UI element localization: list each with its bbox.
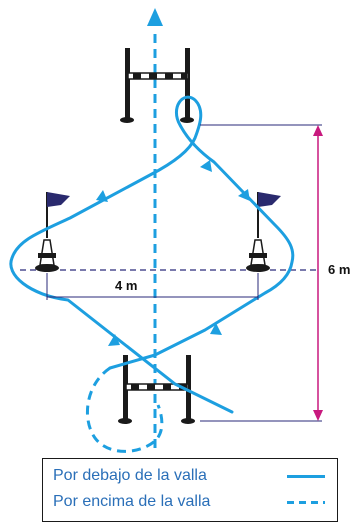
path-arrow-icon: [96, 190, 108, 202]
legend-label-under: Por debajo de la valla: [53, 467, 207, 484]
legend-swatch-dashed: [287, 501, 325, 504]
right-flag-icon: [258, 192, 281, 207]
center-path-over: [147, 8, 163, 448]
path-arrow-icon: [200, 160, 212, 172]
path-under: [9, 95, 295, 414]
path-arrow-icon: [210, 323, 222, 335]
path-arrow-icon: [108, 334, 120, 346]
bottom-loop-over: [85, 366, 164, 453]
bottom-hurdle: [118, 355, 195, 424]
left-flag-icon: [47, 192, 70, 207]
width-dimension: 4 m: [46, 273, 259, 300]
arrow-up-icon: [147, 8, 163, 26]
top-hurdle: [120, 48, 194, 123]
legend-item-under: Por debajo de la valla: [53, 465, 207, 487]
width-label: 4 m: [115, 278, 137, 293]
right-cone: [246, 192, 281, 272]
path-arrow-icon: [238, 189, 250, 201]
legend-label-over: Por encima de la valla: [53, 493, 211, 510]
legend-swatch-solid: [287, 475, 325, 478]
legend: Por debajo de la valla Por encima de la …: [42, 458, 338, 522]
height-dimension: 6 m: [200, 124, 350, 422]
legend-item-over: Por encima de la valla: [53, 491, 210, 513]
height-label: 6 m: [328, 262, 350, 277]
